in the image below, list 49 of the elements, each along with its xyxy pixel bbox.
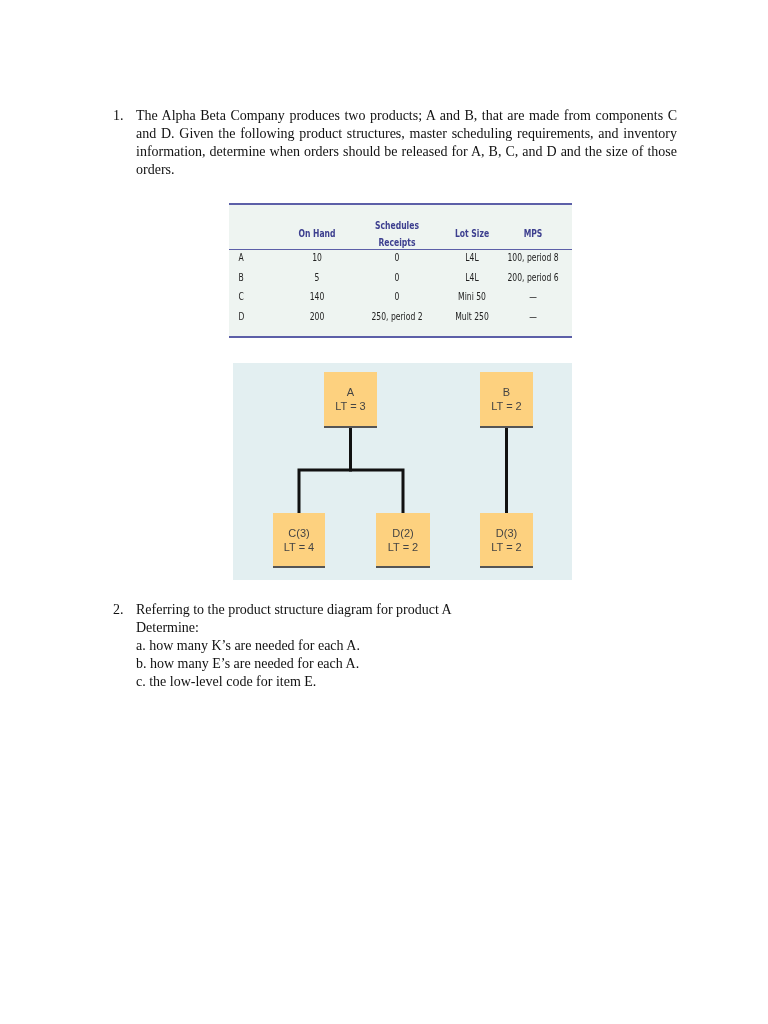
table-cell-text: Mult 250 (454, 311, 490, 323)
component-box (480, 513, 533, 568)
table-cell-text: — (528, 291, 538, 303)
question-text: The Alpha Beta Company produces two products; A and B, that are made from components C and D. Given the following product structures, master scheduling requirements, and inventory information, determine when orders should be released for A, B, C, and D and the size of those orders. (136, 107, 677, 179)
box-label: D(3) (495, 525, 518, 540)
box-label: D(2) (392, 525, 414, 540)
row-label: C (238, 291, 244, 303)
question-text: b. how many E’s are needed for each A. (136, 655, 360, 673)
table-cell-text: 0 (393, 252, 401, 263)
table-cell-text: 200, period 6 (506, 271, 560, 283)
table-cell-text: 140 (308, 291, 326, 303)
column-header: MPS (522, 227, 544, 241)
list-number: 2. (113, 601, 124, 619)
component-box (480, 372, 533, 428)
question-text: c. the low-level code for item E. (136, 673, 317, 691)
box-label: LT = 3 (335, 399, 366, 413)
table-cell-text: 200 (308, 311, 326, 323)
table-cell-text: Mini 50 (457, 291, 487, 303)
table-cell-text: — (528, 311, 538, 323)
row-label: D (238, 311, 245, 323)
component-box (324, 372, 377, 428)
box-label: C(3) (288, 525, 310, 540)
component-box (376, 513, 430, 568)
table-cell-text: L4L (464, 271, 480, 283)
box-label: B (502, 385, 511, 399)
table-cell-text: 0 (393, 291, 401, 303)
box-label: LT = 4 (283, 539, 315, 554)
row-label: A (238, 252, 244, 263)
table-cell-text: 250, period 2 (370, 311, 424, 323)
question-text: a. how many K’s are needed for each A. (136, 637, 360, 655)
box-label: LT = 2 (491, 539, 522, 554)
column-header: Schedules Receipts (374, 219, 420, 250)
question-text: Referring to the product structure diagram for product A (136, 601, 452, 619)
column-header: On Hand (297, 227, 337, 241)
connector-line (505, 428, 508, 513)
table-cell-text: 5 (313, 271, 321, 283)
table-cell-text: 10 (311, 252, 323, 263)
box-label: A (346, 385, 355, 399)
list-number: 1. (113, 107, 124, 125)
connector-line (349, 428, 405, 513)
table-cell-text: L4L (464, 252, 480, 263)
table-cell-text: 100, period 8 (506, 252, 560, 263)
question-text: Determine: (136, 619, 199, 637)
box-label: LT = 2 (387, 539, 419, 554)
component-box (273, 513, 325, 568)
table-cell-text: 0 (393, 271, 401, 283)
row-label: B (238, 271, 244, 283)
box-label: LT = 2 (491, 399, 522, 413)
column-header: Lot Size (453, 227, 491, 241)
